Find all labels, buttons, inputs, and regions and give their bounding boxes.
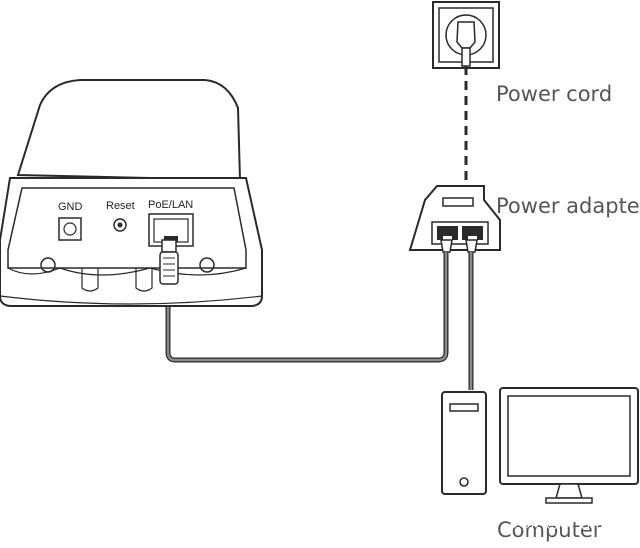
pc-tower-icon [441,391,487,495]
watermark-text: 头条 @弱电干货 [510,513,620,531]
rj45-plug-icon [159,239,179,285]
adapter-lan-port [462,226,483,240]
computer-label: Computer [497,518,602,542]
poe-lan-label: PoE/LAN [148,199,193,211]
power-adapter-label: Power adapter [496,194,640,218]
reset-label: Reset [106,200,135,212]
reset-button [113,218,127,232]
adapter-plug-connectors [440,239,478,253]
poe-adapter-icon [408,185,501,251]
power-outlet-icon [432,1,500,69]
monitor-icon [499,387,639,504]
gnd-terminal [58,217,82,241]
outdoor-cpe-device-icon [0,79,263,307]
adapter-poe-port [437,226,458,240]
gnd-label: GND [58,201,83,213]
power-cord-label: Power cord [496,82,613,106]
